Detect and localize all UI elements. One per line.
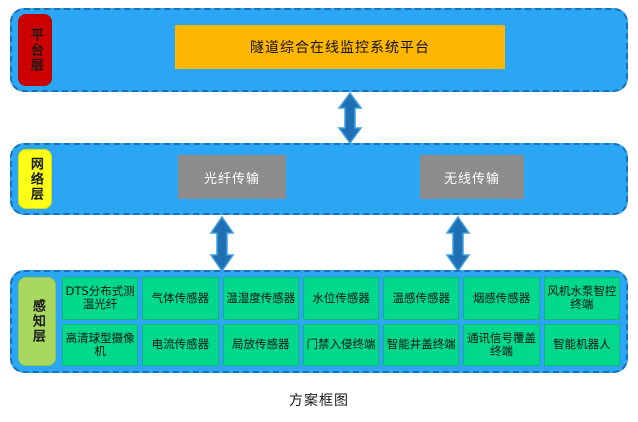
network-box-wireless: 无线传输: [420, 155, 524, 199]
sensor-cell: 电流传感器: [142, 323, 219, 366]
sensor-cell: 局放传感器: [222, 323, 299, 366]
sensor-cell: 气体传感器: [142, 277, 219, 320]
sensor-cell: 风机水泵智控终端: [543, 277, 620, 320]
network-layer-band: [10, 143, 628, 215]
sensor-cell: 智能井盖终端: [383, 323, 460, 366]
sensor-cell: DTS分布式测温光纤: [62, 277, 139, 320]
sensor-cell: 水位传感器: [302, 277, 380, 320]
diagram-caption: 方案框图: [289, 393, 349, 409]
arrow-network-sensing-fiber: [209, 216, 235, 272]
network-layer-tag: 网络层: [18, 149, 52, 209]
sensor-cell: 门禁入侵终端: [302, 323, 380, 366]
sensor-cell: 通讯信号覆盖终端: [463, 323, 540, 366]
arrow-platform-network: [337, 92, 363, 144]
sensor-cell: 烟感传感器: [463, 277, 540, 320]
sensor-cell: 温湿度传感器: [222, 277, 299, 320]
arrow-network-sensing-wireless: [445, 216, 471, 272]
platform-layer-tag: 平台层: [18, 14, 52, 86]
sensor-cell: 高清球型摄像机: [62, 323, 139, 366]
sensor-grid: DTS分布式测温光纤 气体传感器 温湿度传感器 水位传感器 温感传感器 烟感传感…: [62, 277, 620, 366]
network-box-fiber: 光纤传输: [178, 155, 286, 199]
platform-system-box: 隧道综合在线监控系统平台: [175, 25, 505, 69]
sensor-cell: 智能机器人: [543, 323, 620, 366]
sensor-cell: 温感传感器: [383, 277, 460, 320]
sensing-layer-tag: 感知层: [18, 277, 56, 366]
